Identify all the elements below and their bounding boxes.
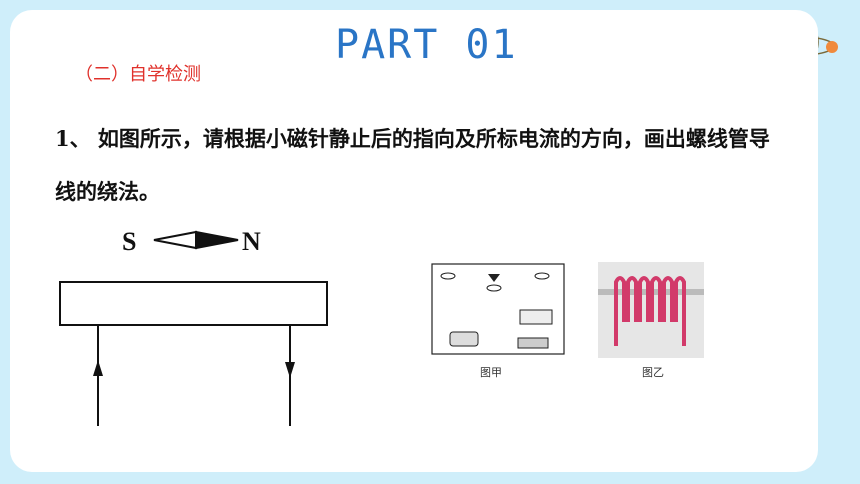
compass-needle-white	[153, 230, 197, 250]
pole-n-label: N	[242, 227, 261, 256]
question-text: 1、 如图所示，请根据小磁针静止后的指向及所标电流的方向，画出螺线管导线的绕法。	[55, 126, 770, 204]
caption-figure-a: 图甲	[480, 366, 502, 379]
coil-photo: 图乙	[598, 262, 704, 380]
solenoid-figure: S N	[58, 218, 330, 426]
coil-image	[598, 262, 704, 358]
solenoid-body	[59, 281, 328, 326]
solenoid-diagram: S N	[59, 227, 328, 426]
caption-figure-b: 图乙	[642, 366, 664, 379]
circuit-diagram	[431, 263, 565, 355]
pole-s-label: S	[122, 227, 136, 256]
section-label: （二）自学检测	[75, 64, 201, 85]
current-arrow-up	[93, 360, 103, 376]
current-arrow-down	[285, 362, 295, 378]
compass-needle-black	[195, 230, 239, 250]
page-title: PART 01	[335, 22, 518, 68]
circuit-photo: 图甲	[428, 262, 568, 380]
